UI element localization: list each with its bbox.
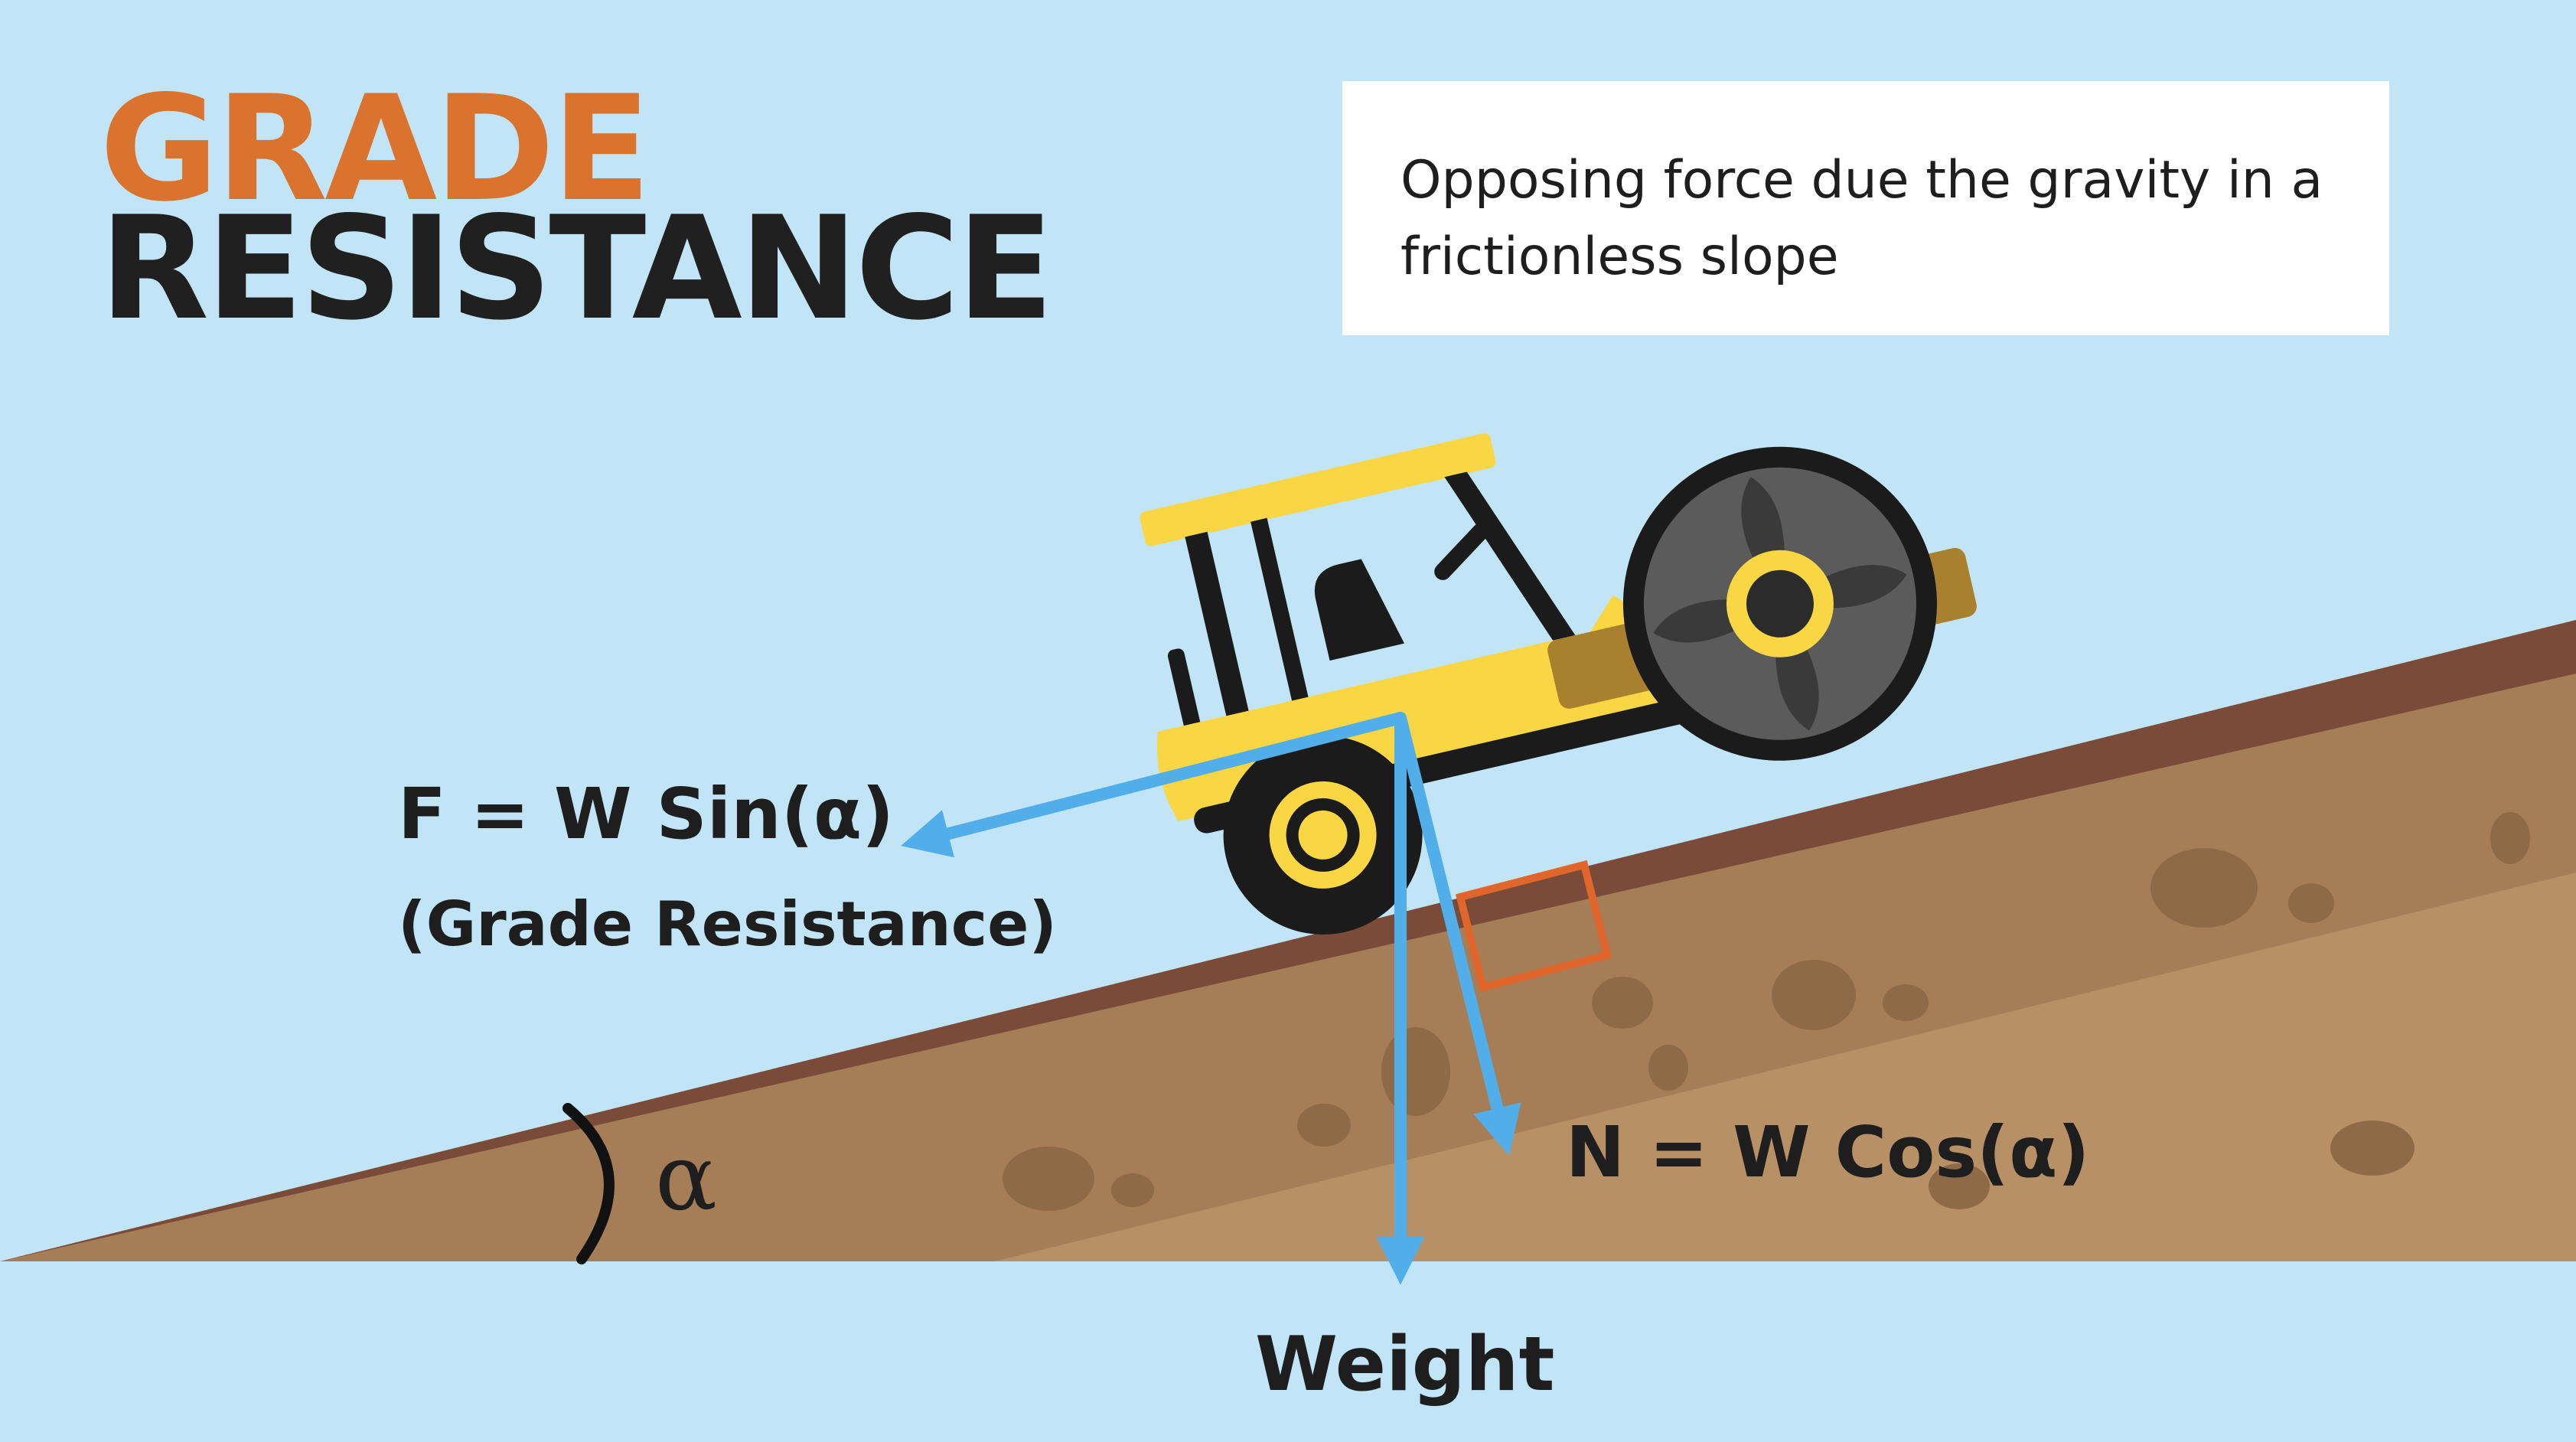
slope-ground bbox=[0, 620, 2576, 1261]
grade-force-sublabel: (Grade Resistance) bbox=[398, 889, 1057, 960]
description-text: Opposing force due the gravity in a fric… bbox=[1400, 150, 2323, 287]
grade-force-label: F = W Sin(α) bbox=[398, 773, 895, 855]
normal-force-arrow bbox=[1394, 712, 1521, 1156]
normal-force-label: N = W Cos(α) bbox=[1566, 1111, 2090, 1193]
angle-label: α bbox=[655, 1125, 718, 1232]
title-line-grade: GRADE bbox=[99, 64, 651, 233]
road-roller-icon bbox=[1140, 433, 1977, 935]
weight-label: Weight bbox=[1255, 1321, 1555, 1408]
slope-surface-band bbox=[0, 620, 2576, 1261]
soil-spots bbox=[1003, 812, 2530, 1211]
right-angle-marker bbox=[1455, 860, 1612, 993]
title-line-resistance: RESISTANCE bbox=[99, 185, 1054, 351]
angle-arc bbox=[562, 1103, 615, 1264]
soil-light-band bbox=[995, 873, 2576, 1261]
grade-force-arrow bbox=[901, 712, 1407, 858]
description-box: Opposing force due the gravity in a fric… bbox=[1342, 81, 2389, 335]
